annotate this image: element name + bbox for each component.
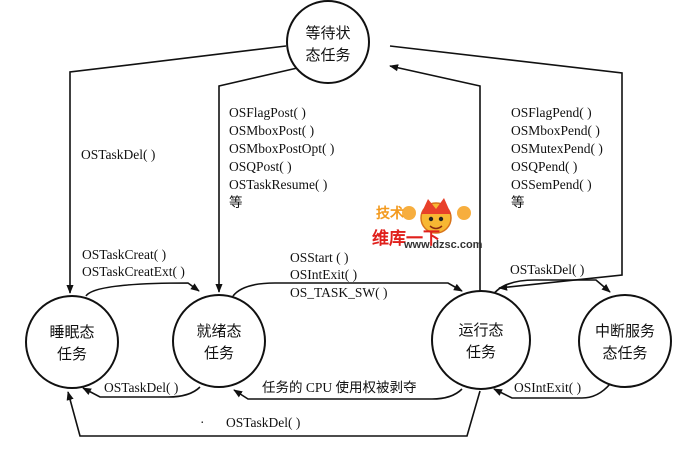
- label-dot: ·: [200, 415, 205, 430]
- label-waiting-to-ready-line: OSTaskResume( ): [229, 177, 327, 192]
- label-dormant-to-ready-line: OSTaskCreatExt( ): [82, 264, 185, 279]
- label-dormant-to-ready: OSTaskCreat( ) OSTaskCreatExt( ): [82, 247, 185, 279]
- label-waiting-to-ready-line: OSMboxPost( ): [229, 123, 314, 138]
- label-dormant-to-ready-line: OSTaskCreat( ): [82, 247, 166, 262]
- node-running-line1: 运行态: [458, 322, 503, 339]
- edge-running-to-ready: [233, 388, 463, 400]
- node-isr: 中断服务 态任务: [578, 294, 672, 388]
- edge-ready-to-dormant: [82, 386, 201, 398]
- label-running-to-waiting-line: OSMboxPend( ): [511, 123, 600, 138]
- label-running-to-isr: OSTaskDel( ): [510, 262, 584, 277]
- edge-ready-to-running: [232, 282, 463, 297]
- node-isr-circle: [578, 294, 672, 388]
- node-isr-line1: 中断服务: [595, 323, 655, 340]
- label-running-to-waiting: OSFlagPend( ) OSMboxPend( ) OSMutexPend(…: [511, 105, 603, 210]
- edge-running-to-dormant: [66, 390, 481, 437]
- node-waiting: 等待状 态任务: [286, 0, 370, 84]
- edge-labels: OSTaskDel( ) OSFlagPost( ) OSMboxPost( )…: [81, 105, 603, 430]
- label-ready-to-running-line: OSIntExit( ): [290, 267, 357, 282]
- label-running-to-dormant: OSTaskDel( ): [226, 415, 300, 430]
- node-running-line2: 任务: [466, 344, 496, 361]
- node-dormant-circle: [25, 295, 119, 389]
- node-ready-line1: 就绪态: [196, 323, 241, 340]
- node-dormant: 睡眠态 任务: [25, 295, 119, 389]
- label-running-to-waiting-line: OSMutexPend( ): [511, 141, 603, 156]
- node-ready-line2: 任务: [204, 345, 234, 362]
- label-waiting-to-ready-line: OSMboxPostOpt( ): [229, 141, 334, 156]
- node-ready-circle: [172, 294, 266, 388]
- watermark-url: www.dzsc.com: [403, 239, 483, 251]
- watermark-brand: 维库一下: [372, 228, 440, 249]
- watermark-logo: 技术 维库一下 www.dzsc.com: [372, 198, 483, 251]
- label-ready-to-dormant: OSTaskDel( ): [104, 380, 178, 395]
- node-waiting-circle: [286, 0, 370, 84]
- label-running-to-waiting-line: OSSemPend( ): [511, 177, 592, 192]
- edge-waiting-to-dormant: [66, 45, 287, 294]
- label-ready-to-running: OSStart ( ) OSIntExit( ) OS_TASK_SW( ): [290, 250, 388, 300]
- label-running-to-waiting-line: OSQPend( ): [511, 159, 577, 174]
- label-ready-to-running-line: OSStart ( ): [290, 250, 349, 265]
- label-running-to-waiting-line: OSFlagPend( ): [511, 105, 592, 120]
- mascot-icon: [402, 198, 471, 234]
- label-ready-to-running-line: OS_TASK_SW( ): [290, 285, 388, 300]
- label-waiting-to-ready-line: 等: [229, 194, 243, 210]
- node-running-circle: [431, 290, 531, 390]
- node-ready: 就绪态 任务: [172, 294, 266, 388]
- edges: [66, 45, 623, 437]
- edge-running-to-waiting: [389, 64, 481, 291]
- label-running-to-ready: 任务的 CPU 使用权被剥夺: [262, 379, 417, 395]
- edge-dormant-to-ready: [85, 282, 200, 297]
- label-waiting-to-ready-line: OSQPost( ): [229, 159, 292, 174]
- label-waiting-to-ready-line: OSFlagPost( ): [229, 105, 306, 120]
- edge-waiting-to-running-outer: [389, 45, 623, 291]
- label-running-to-waiting-line: 等: [511, 194, 525, 210]
- label-isr-to-running: OSIntExit( ): [514, 380, 581, 395]
- node-waiting-line1: 等待状: [305, 24, 350, 42]
- watermark-deco: 技术: [376, 205, 404, 222]
- label-waiting-to-dormant: OSTaskDel( ): [81, 147, 155, 162]
- node-waiting-line2: 态任务: [305, 47, 350, 64]
- node-isr-line2: 态任务: [602, 345, 647, 362]
- edge-isr-to-running: [493, 383, 611, 399]
- edge-waiting-to-ready: [215, 65, 307, 293]
- node-dormant-line1: 睡眠态: [49, 324, 94, 341]
- node-running: 运行态 任务: [431, 290, 531, 390]
- node-dormant-line2: 任务: [57, 346, 87, 363]
- label-waiting-to-ready: OSFlagPost( ) OSMboxPost( ) OSMboxPostOp…: [229, 105, 334, 210]
